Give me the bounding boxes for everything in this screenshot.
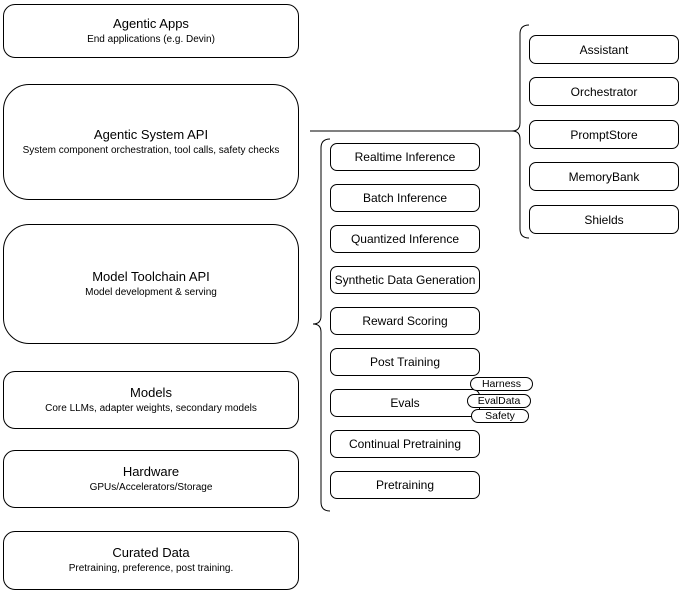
tag-harness: Harness — [470, 377, 533, 391]
node-batch-inference: Batch Inference — [330, 184, 480, 212]
node-agentic-apps: Agentic Apps End applications (e.g. Devi… — [3, 4, 299, 58]
node-evals: Evals — [330, 389, 480, 417]
node-title: Agentic System API — [93, 126, 209, 142]
node-synthetic-data-generation: Synthetic Data Generation — [330, 266, 480, 294]
node-subtitle: Pretraining, preference, post training. — [68, 563, 234, 574]
node-models: Models Core LLMs, adapter weights, secon… — [3, 371, 299, 429]
node-promptstore: PromptStore — [529, 120, 679, 149]
node-subtitle: System component orchestration, tool cal… — [22, 144, 280, 156]
node-title: Hardware — [122, 463, 180, 479]
node-subtitle: GPUs/Accelerators/Storage — [89, 481, 213, 493]
node-quantized-inference: Quantized Inference — [330, 225, 480, 253]
node-orchestrator: Orchestrator — [529, 77, 679, 106]
node-title: Agentic Apps — [113, 15, 189, 31]
node-curated-data: Curated Data Pretraining, preference, po… — [3, 531, 299, 590]
node-agentic-system-api: Agentic System API System component orch… — [3, 84, 299, 200]
node-hardware: Hardware GPUs/Accelerators/Storage — [3, 450, 299, 508]
node-continual-pretraining: Continual Pretraining — [330, 430, 480, 458]
tag-safety: Safety — [471, 409, 529, 423]
system-group-brace — [511, 24, 530, 239]
node-subtitle: Model development & serving — [85, 286, 217, 298]
node-shields: Shields — [529, 205, 679, 234]
node-realtime-inference: Realtime Inference — [330, 143, 480, 171]
node-title: Model Toolchain API — [92, 268, 210, 284]
node-subtitle: Core LLMs, adapter weights, secondary mo… — [45, 402, 257, 414]
node-subtitle: End applications (e.g. Devin) — [87, 33, 215, 45]
node-model-toolchain-api: Model Toolchain API Model development & … — [3, 224, 299, 344]
node-memorybank: MemoryBank — [529, 162, 679, 191]
node-reward-scoring: Reward Scoring — [330, 307, 480, 335]
node-assistant: Assistant — [529, 35, 679, 64]
node-title: Curated Data — [112, 545, 190, 560]
node-title: Models — [130, 384, 172, 400]
tag-evaldata: EvalData — [467, 394, 531, 408]
node-post-training: Post Training — [330, 348, 480, 376]
node-pretraining: Pretraining — [330, 471, 480, 499]
toolchain-group-brace — [312, 138, 331, 512]
